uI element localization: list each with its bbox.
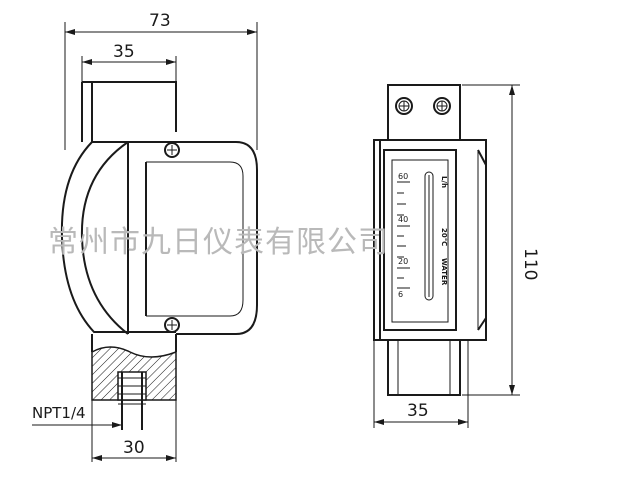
scale-ticks xyxy=(397,181,410,289)
unit-label: L/h xyxy=(440,176,448,188)
dim-bottom-width: 30 xyxy=(123,438,145,458)
fluid-label: WATER xyxy=(440,258,448,286)
dim-width: 35 xyxy=(407,401,429,421)
scale-label-60: 60 xyxy=(398,172,408,181)
front-view: 110 xyxy=(373,84,540,428)
dim-total-width: 73 xyxy=(149,11,171,31)
watermark-text: 常州市九日仪表有限公司 xyxy=(48,225,389,260)
scale-label-20: 20 xyxy=(398,257,408,266)
side-view: 73 35 xyxy=(32,11,258,462)
scale-label-40: 40 xyxy=(398,215,408,224)
thread-label: NPT1/4 xyxy=(32,404,86,422)
temp-label: 20℃ xyxy=(440,228,448,246)
dim-height: 110 xyxy=(520,248,540,280)
dim-cap-width: 35 xyxy=(113,42,135,62)
scale-label-6: 6 xyxy=(398,290,403,299)
